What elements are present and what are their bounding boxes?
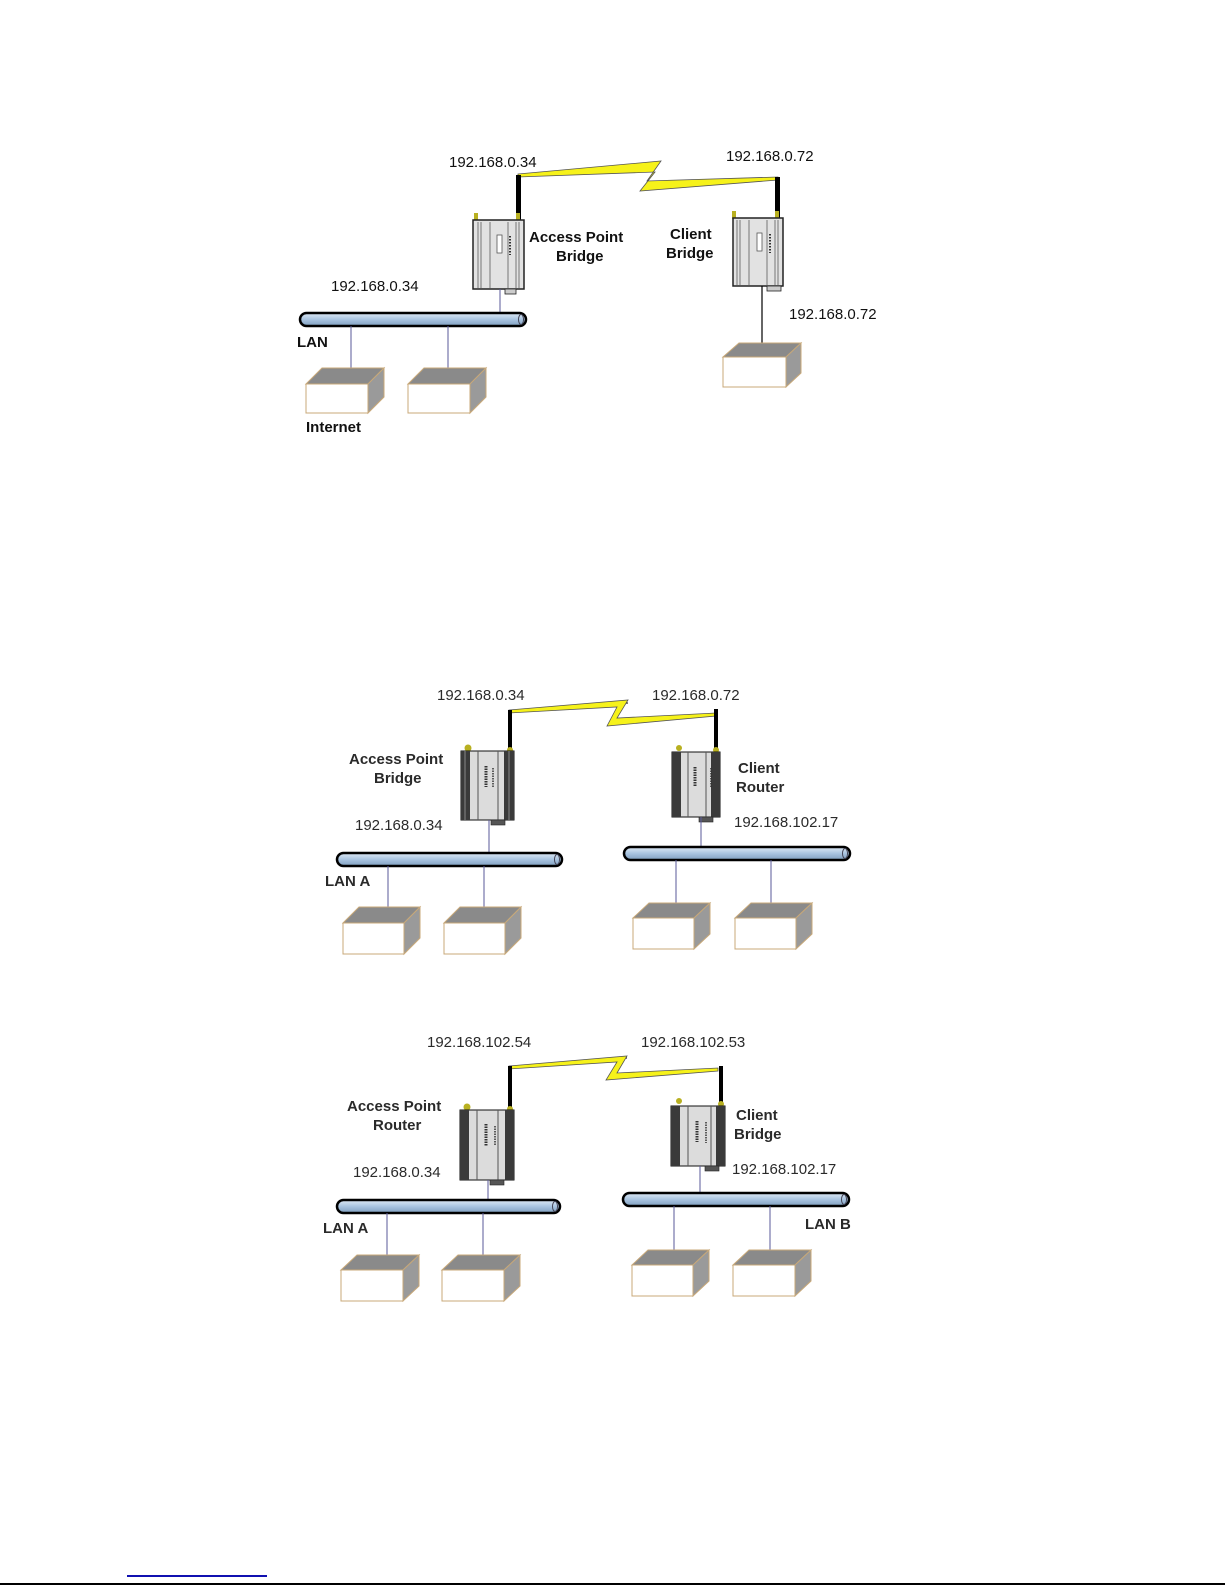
client-lan-ip: 192.168.102.17 [734,814,838,831]
ap-title-line2: Bridge [374,770,422,787]
ap-lan-ip: 192.168.0.34 [355,817,443,834]
wireless-link [508,1055,719,1081]
lan-a-label: LAN A [323,1220,368,1237]
client-device-icon [670,1098,726,1172]
ap-device-icon [459,1103,515,1186]
host-box-icon [731,1248,813,1298]
diagram-bridge-to-bridge: 192.168.0.34 Access Point Bridge 192.168… [297,148,877,436]
ap-wireless-ip: 192.168.102.54 [427,1034,531,1051]
client-title-line2: Bridge [666,245,714,262]
wireless-link [517,160,779,192]
host-box-icon [630,1248,711,1298]
ap-title-line1: Access Point [529,229,623,246]
footer-link-underline[interactable] [127,1575,267,1577]
client-lan-ip: 192.168.102.17 [732,1161,836,1178]
host-box-icon [304,366,386,415]
ap-device-icon [472,213,525,295]
diagram-router-to-bridge: 192.168.102.54 Access Point Router 192.1… [323,1034,851,1303]
lan-bus-a [335,1198,562,1215]
client-device-icon [732,211,784,292]
lightning-bolt-icon [508,1055,719,1081]
host-box-icon [341,905,422,956]
host-box-icon [631,901,712,951]
ap-device-icon [460,744,515,826]
ap-wireless-ip: 192.168.0.34 [437,687,525,704]
lightning-bolt-icon [517,160,779,192]
client-wireless-ip: 192.168.0.72 [726,148,814,165]
footer-rule [0,1583,1225,1585]
lan-bus [298,311,528,328]
host-box-icon [442,905,523,956]
client-title-line1: Client [736,1107,778,1124]
client-wireless-ip: 192.168.102.53 [641,1034,745,1051]
ap-title-line2: Router [373,1117,421,1134]
lan-label: LAN [297,334,328,351]
client-wireless-ip: 192.168.0.72 [652,687,740,704]
client-title-line2: Router [736,779,784,796]
lan-a-label: LAN A [325,873,370,890]
client-device-icon [671,745,721,823]
ap-title-line1: Access Point [349,751,443,768]
client-title-line2: Bridge [734,1126,782,1143]
host-box-icon [721,341,803,389]
client-lan-ip: 192.168.0.72 [789,306,877,323]
lan-bus-a [335,851,564,868]
host-box-icon [339,1253,421,1303]
internet-label: Internet [306,419,361,436]
ap-title-line2: Bridge [556,248,604,265]
lan-bus-b [621,1191,851,1208]
host-box-icon [406,366,488,415]
host-box-icon [440,1253,522,1303]
host-box-icon [733,901,814,951]
antenna-icon [516,175,521,221]
ap-lan-ip: 192.168.0.34 [331,278,419,295]
lan-b-label: LAN B [805,1216,851,1233]
diagram-bridge-to-router: 192.168.0.34 Access Point Bridge 192.168… [325,687,852,956]
ap-wireless-ip: 192.168.0.34 [449,154,537,171]
client-title-line1: Client [670,226,712,243]
antenna-icon [775,177,780,219]
lan-bus-right [622,845,852,862]
ap-title-line1: Access Point [347,1098,441,1115]
client-title-line1: Client [738,760,780,777]
ap-lan-ip: 192.168.0.34 [353,1164,441,1181]
